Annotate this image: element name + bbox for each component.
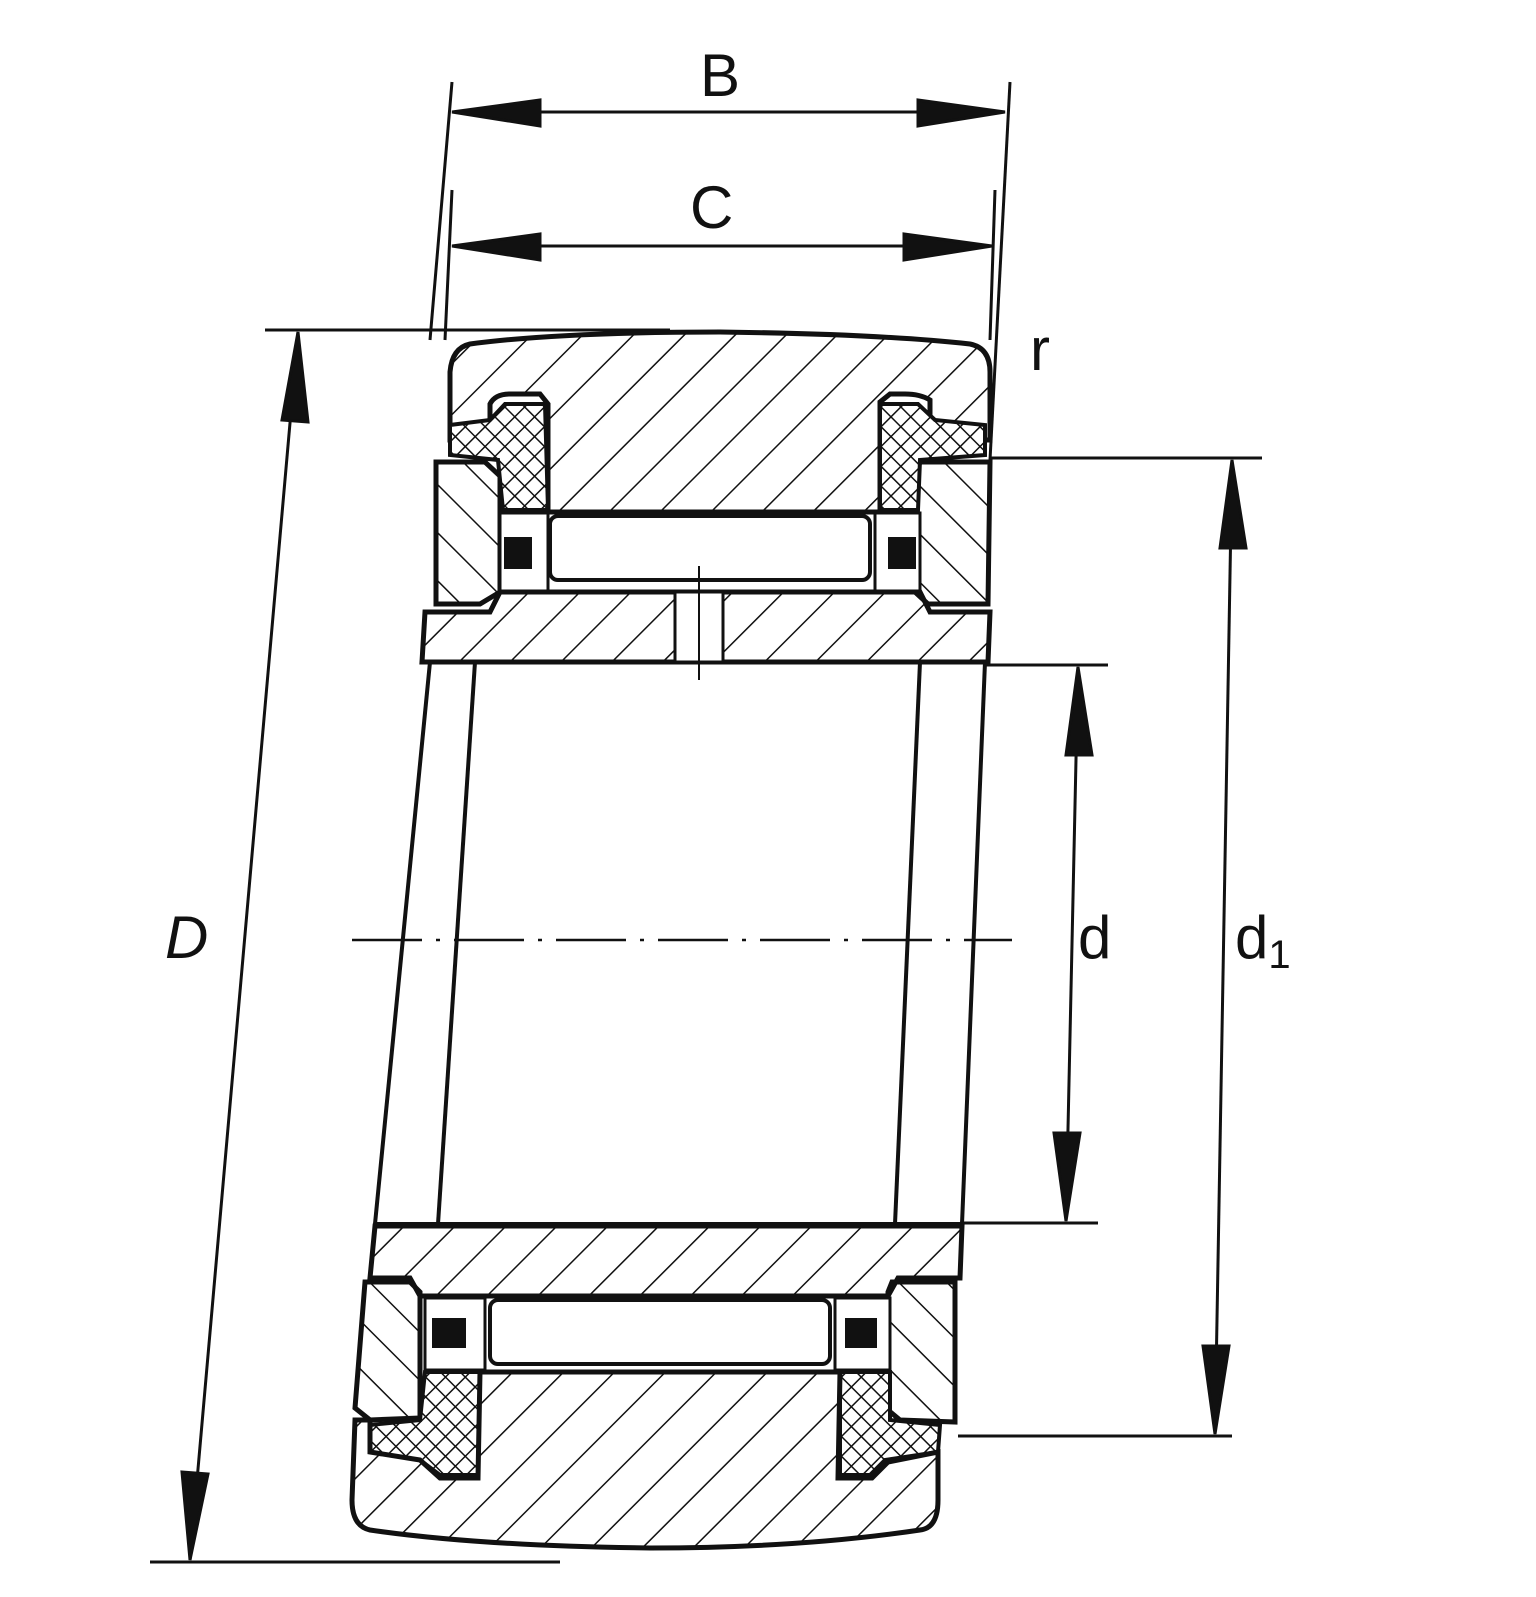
- bottom-section: [349, 1223, 965, 1551]
- label-d1-base: d: [1235, 904, 1269, 971]
- label-d1: d1: [1235, 908, 1291, 977]
- dimension-d: [960, 663, 1108, 1225]
- label-d: d: [1078, 904, 1112, 971]
- dimension-B: [428, 81, 1012, 461]
- outer-ring-top: [447, 329, 993, 515]
- label-r: r: [1030, 316, 1050, 383]
- label-B: B: [700, 42, 741, 109]
- label-d1-sub: 1: [1268, 933, 1291, 977]
- dimension-C: [443, 189, 997, 341]
- label-C: C: [690, 174, 734, 241]
- dimension-d1: [958, 456, 1262, 1438]
- label-D: D: [165, 904, 209, 971]
- top-section: [419, 329, 993, 680]
- inner-ring-bottom: [367, 1223, 965, 1299]
- bore-outline: [373, 660, 987, 1226]
- outer-ring-bottom: [349, 1369, 941, 1551]
- dimension-D: [150, 328, 670, 1564]
